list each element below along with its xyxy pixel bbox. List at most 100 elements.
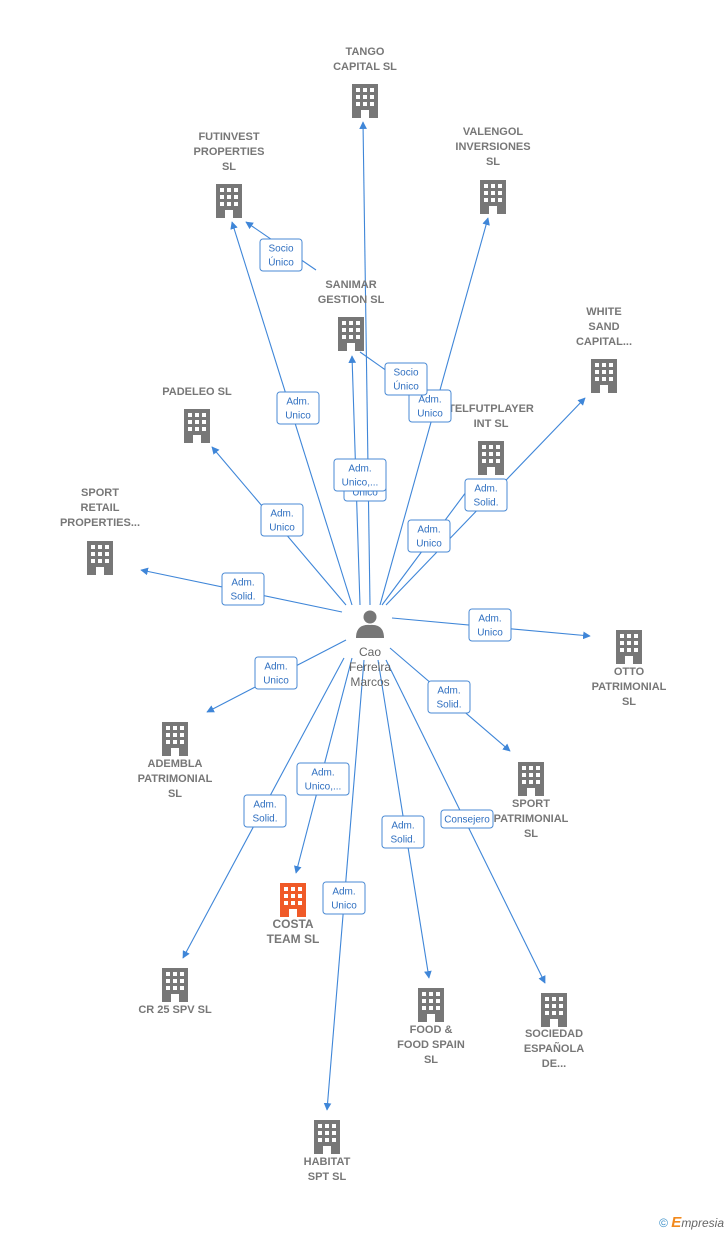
company-name: PROPERTIES <box>194 146 265 158</box>
edge-label-whitesand[interactable]: Adm.Solid. <box>464 478 508 512</box>
edge-label-text: Socio <box>393 368 418 379</box>
edge-label-text: Adm. <box>270 509 293 520</box>
edge-label-box <box>384 362 428 396</box>
edge-label-futinvest[interactable]: Adm.Unico <box>276 391 320 425</box>
company-node-cr25[interactable]: CR 25 SPV SL <box>138 968 212 1016</box>
edge-label-foodspain[interactable]: Adm. Solid. <box>381 815 425 849</box>
edge-label-box <box>468 608 512 642</box>
building-icon <box>518 762 544 796</box>
company-node-whitesand[interactable]: WHITESANDCAPITAL... <box>576 306 632 393</box>
company-name: PATRIMONIAL <box>138 773 213 785</box>
company-name: HABITAT <box>304 1156 351 1168</box>
edge-label-adembla[interactable]: Adm.Unico <box>254 656 298 690</box>
brand-logo-e: E <box>671 1214 682 1231</box>
company-name: SL <box>622 696 636 708</box>
edge-label-cr25[interactable]: Adm.Solid. <box>243 794 287 828</box>
company-name: SL <box>524 828 538 840</box>
copyright-symbol: © <box>659 1216 668 1230</box>
company-name: SL <box>486 156 500 168</box>
edge-label-telfut[interactable]: Adm.Unico <box>407 519 451 553</box>
edge-label-box <box>254 656 298 690</box>
edge-label-box <box>260 503 304 537</box>
edge-label-box <box>408 389 452 423</box>
company-name: SPT SL <box>308 1171 347 1183</box>
edge-label-sociedad[interactable]: Consejero <box>440 809 494 829</box>
building-icon <box>480 180 506 214</box>
building-icon <box>87 541 113 575</box>
building-icon <box>541 993 567 1027</box>
edge-label-box <box>322 881 366 915</box>
company-node-sportretail[interactable]: SPORTRETAILPROPERTIES... <box>60 487 140 575</box>
company-name: FOOD SPAIN <box>397 1039 465 1051</box>
company-name: SL <box>222 161 236 173</box>
company-name: COSTA <box>272 917 313 931</box>
edge-label-text: Unico <box>417 409 443 420</box>
edge-label-box <box>243 794 287 828</box>
edge-label-text: Unico <box>263 676 289 687</box>
company-node-padeleo[interactable]: PADELEO SL <box>162 386 232 443</box>
edge-label-text: Unico <box>331 901 357 912</box>
company-name: DE... <box>542 1058 566 1070</box>
edge-label-valengol[interactable]: Adm.Unico <box>408 389 452 423</box>
edge-label-sanimar[interactable]: Adm.Unico,... <box>333 458 387 492</box>
building-icon <box>162 968 188 1002</box>
company-name: INT SL <box>474 418 509 430</box>
company-name: SAND <box>588 321 619 333</box>
person-name: Cao <box>359 645 381 659</box>
brand-footer: © Empresia <box>659 1214 724 1231</box>
edge-label-padeleo[interactable]: Adm. Unico <box>260 503 304 537</box>
building-icon <box>591 359 617 393</box>
edge-label-text: Adm. <box>231 578 254 589</box>
company-name: OTTO <box>614 666 645 678</box>
edge-label-text: Adm. <box>474 484 497 495</box>
building-icon <box>162 722 188 756</box>
edge-label-box <box>259 238 303 272</box>
edge-label-box <box>333 458 387 492</box>
building-icon <box>616 630 642 664</box>
edge-label-text: Unico <box>269 523 295 534</box>
edge-label-sportpat[interactable]: Adm.Solid. <box>427 680 471 714</box>
person-icon <box>356 610 384 638</box>
edge-label-text: Único <box>393 380 419 393</box>
company-name: TEAM SL <box>267 932 320 946</box>
company-name: PATRIMONIAL <box>494 813 569 825</box>
company-name: CR 25 SPV SL <box>138 1004 212 1016</box>
company-node-habitat[interactable]: HABITAT SPT SL <box>304 1120 351 1183</box>
edge-label-text: Solid. <box>230 592 255 603</box>
edge-to-tango <box>359 121 371 606</box>
edge-label-text: Adm. <box>332 887 355 898</box>
edge-label-text: Adm. <box>391 821 414 832</box>
edge-label-text: Solid. <box>436 700 461 711</box>
building-icon <box>338 317 364 351</box>
company-node-sociedad[interactable]: SOCIEDADESPAÑOLADE... <box>524 993 584 1070</box>
edge-label-otto[interactable]: Adm. Unico <box>468 608 512 642</box>
edge-label-text: Adm. <box>478 614 501 625</box>
edge-label-text: Adm. <box>311 768 334 779</box>
edge-label-habitat[interactable]: Adm. Unico <box>322 881 366 915</box>
edge-label-text: Unico <box>477 628 503 639</box>
edge-label-text: Solid. <box>390 835 415 846</box>
edge-label-box <box>427 680 471 714</box>
edge-label-box <box>381 815 425 849</box>
edge-label-box <box>464 478 508 512</box>
building-icon <box>352 84 378 118</box>
person-name: Ferreira <box>349 660 391 674</box>
company-name: ESPAÑOLA <box>524 1042 584 1055</box>
edge-label-text: Consejero <box>444 815 490 826</box>
edge-label-sportretail[interactable]: Adm. Solid. <box>221 572 265 606</box>
edge-label-costa[interactable]: Adm.Unico,... <box>296 762 350 796</box>
